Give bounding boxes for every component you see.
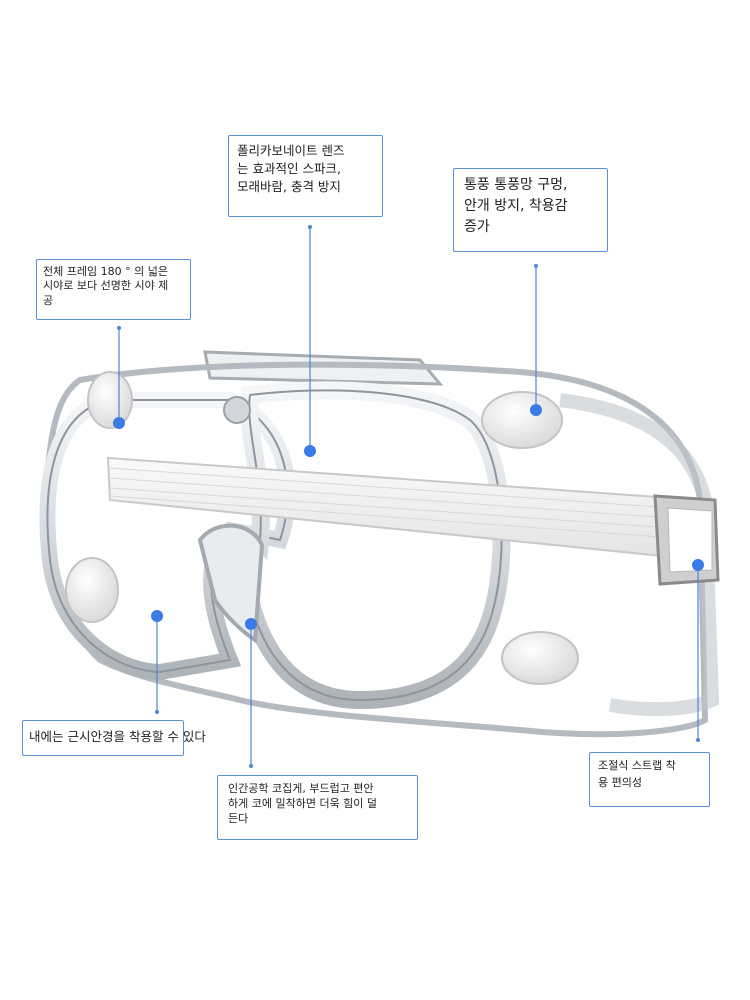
marker-strap bbox=[692, 559, 704, 571]
marker-lens bbox=[304, 445, 316, 457]
strap-texture bbox=[109, 467, 701, 541]
callout-wide-frame: 전체 프레임 180 ° 의 넓은 시야로 보다 선명한 시야 제 공 bbox=[36, 259, 191, 320]
callout-polycarbonate-lens: 폴리카보네이트 렌즈 는 효과적인 스파크, 모래바람, 충격 방지 bbox=[228, 135, 383, 217]
callout-myopia-glasses: 내에는 근시안경을 착용할 수 있다 bbox=[22, 720, 206, 756]
marker-vent bbox=[530, 404, 542, 416]
marker-frame bbox=[113, 417, 125, 429]
strap-buckle-inner bbox=[667, 507, 713, 573]
callout-nose-clip: 인간공학 코집게, 부드럽고 편안 하게 코에 밀착하면 더욱 힘이 덜 든다 bbox=[217, 775, 418, 840]
anchor-dots bbox=[117, 225, 700, 768]
nose-bridge bbox=[197, 523, 265, 644]
marker-dots bbox=[113, 404, 704, 630]
callout-adjustable-strap: 조절식 스트랩 착 용 편의성 bbox=[589, 752, 710, 807]
marker-nose bbox=[245, 618, 257, 630]
goggles bbox=[39, 350, 720, 738]
right-temple bbox=[559, 393, 720, 717]
callout-ventilation: 통풍 통풍망 구멍, 안개 방지, 착용감 증가 bbox=[453, 168, 608, 252]
leader-lines bbox=[118, 227, 699, 766]
marker-myopia bbox=[151, 610, 163, 622]
vent-valve-icon bbox=[65, 371, 579, 685]
